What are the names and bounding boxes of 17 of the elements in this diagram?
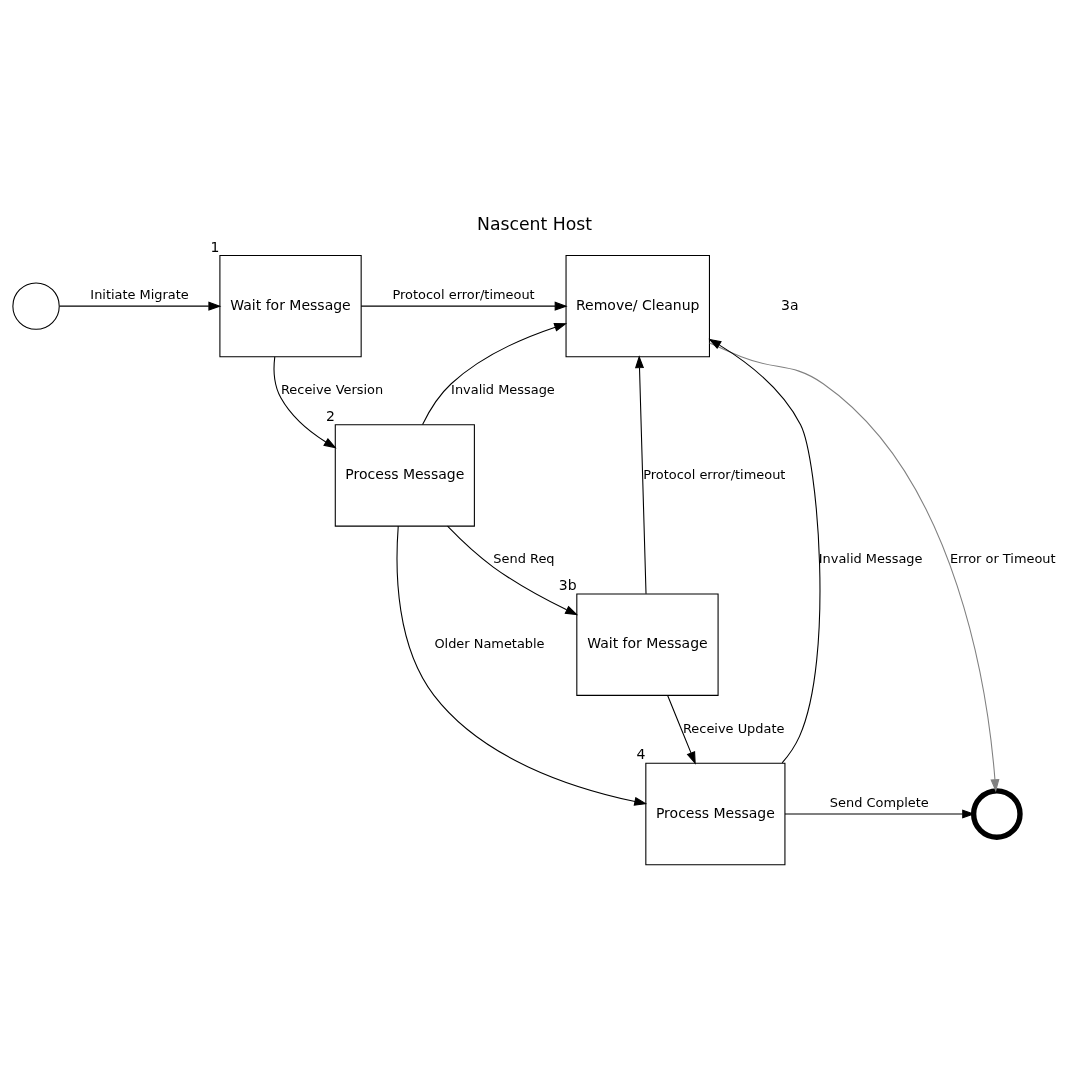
edge-label: Invalid Message (818, 551, 923, 567)
edge-label: Receive Update (682, 720, 785, 736)
edge-label: Initiate Migrate (90, 287, 189, 303)
node-label: 4 (636, 746, 646, 763)
edge-label: Error or Timeout (949, 551, 1056, 567)
node-label: 3b (558, 577, 577, 594)
edge-label: Receive Version (280, 382, 384, 398)
edge-label: Invalid Message (451, 382, 555, 398)
edge-label: Protocol error/timeout (392, 287, 535, 303)
node-label: 2 (325, 407, 335, 424)
edge-label: Protocol error/timeout (643, 466, 786, 482)
diagram-title: Nascent Host (476, 214, 593, 235)
edge-label: Send Req (493, 551, 555, 567)
edge-label: Older Nametable (434, 636, 545, 652)
label: 3a (781, 296, 799, 313)
edge-label: Send Complete (829, 795, 929, 811)
node-label: 1 (210, 238, 220, 255)
